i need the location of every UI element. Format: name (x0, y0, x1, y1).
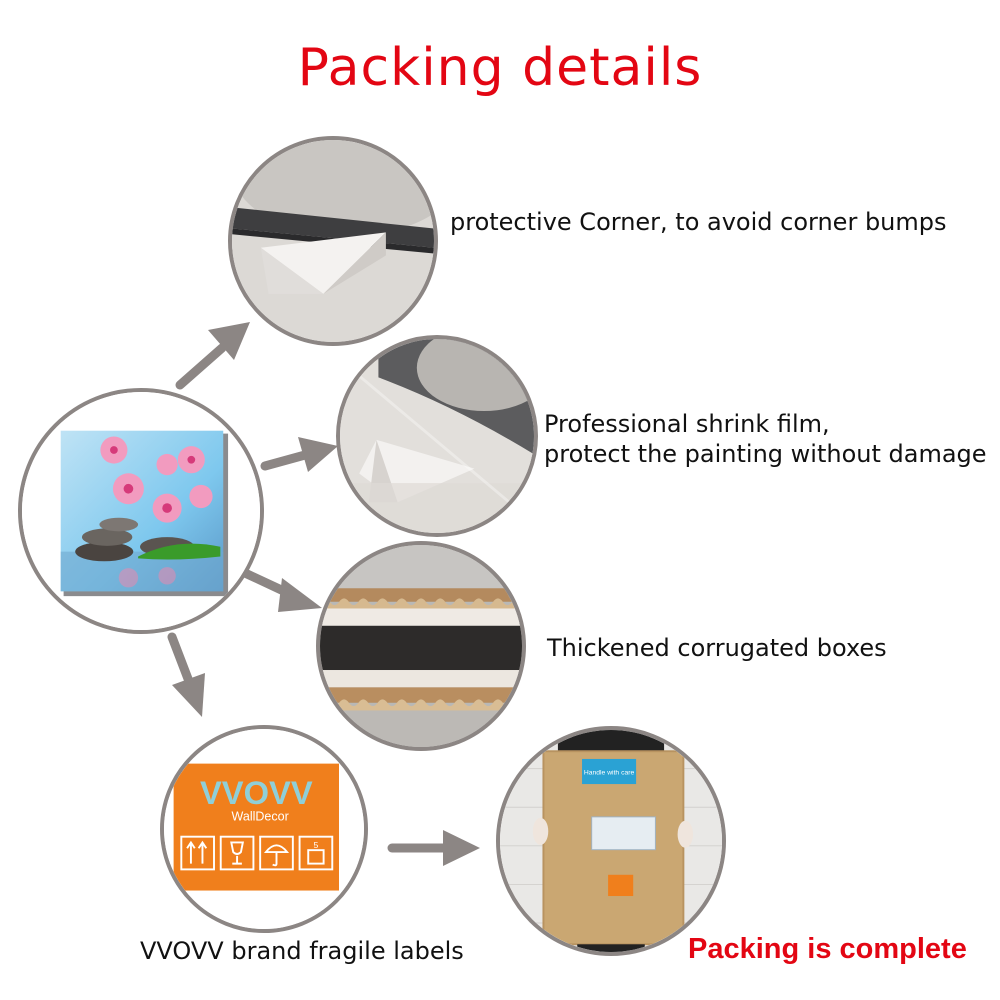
brand-sub-text: WallDecor (232, 809, 289, 823)
shrink-film-label-line1: Professional shrink film, (544, 410, 830, 438)
protective-corner-circle (228, 136, 438, 346)
corrugated-boxes-circle (316, 541, 526, 751)
corrugated-boxes-label: Thickened corrugated boxes (547, 634, 887, 662)
fragile-labels-circle: VVOVV WallDecor 5 (160, 725, 368, 933)
shrink-film-photo (340, 339, 534, 533)
arrow-to-corner (175, 322, 250, 390)
product-painting-circle (18, 388, 264, 634)
orchid-stones-painting (22, 392, 260, 630)
shrink-film-circle (336, 335, 538, 537)
handle-with-care-sticker: Handle with care (584, 769, 635, 776)
packing-complete-circle: Handle with care (496, 726, 726, 956)
arrow-to-complete (387, 830, 480, 866)
packing-complete-label: Packing is complete (688, 933, 967, 965)
fragile-label-sticker: VVOVV WallDecor 5 (164, 729, 364, 929)
corner-protector-photo (232, 140, 434, 342)
fragile-labels-label: VVOVV brand fragile labels (140, 937, 464, 965)
page-title: Packing details (297, 38, 703, 98)
arrow-to-labels (167, 632, 205, 717)
packed-box-photo: Handle with care (500, 730, 722, 952)
corrugated-layers-photo (320, 545, 522, 747)
protective-corner-label: protective Corner, to avoid corner bumps (450, 208, 947, 236)
arrow-to-boxes (240, 568, 322, 612)
brand-logo-text: VVOVV (200, 774, 313, 811)
shrink-film-label-line2: protect the painting without damage (544, 440, 987, 468)
svg-text:5: 5 (314, 840, 319, 850)
arrow-to-film (260, 437, 338, 472)
